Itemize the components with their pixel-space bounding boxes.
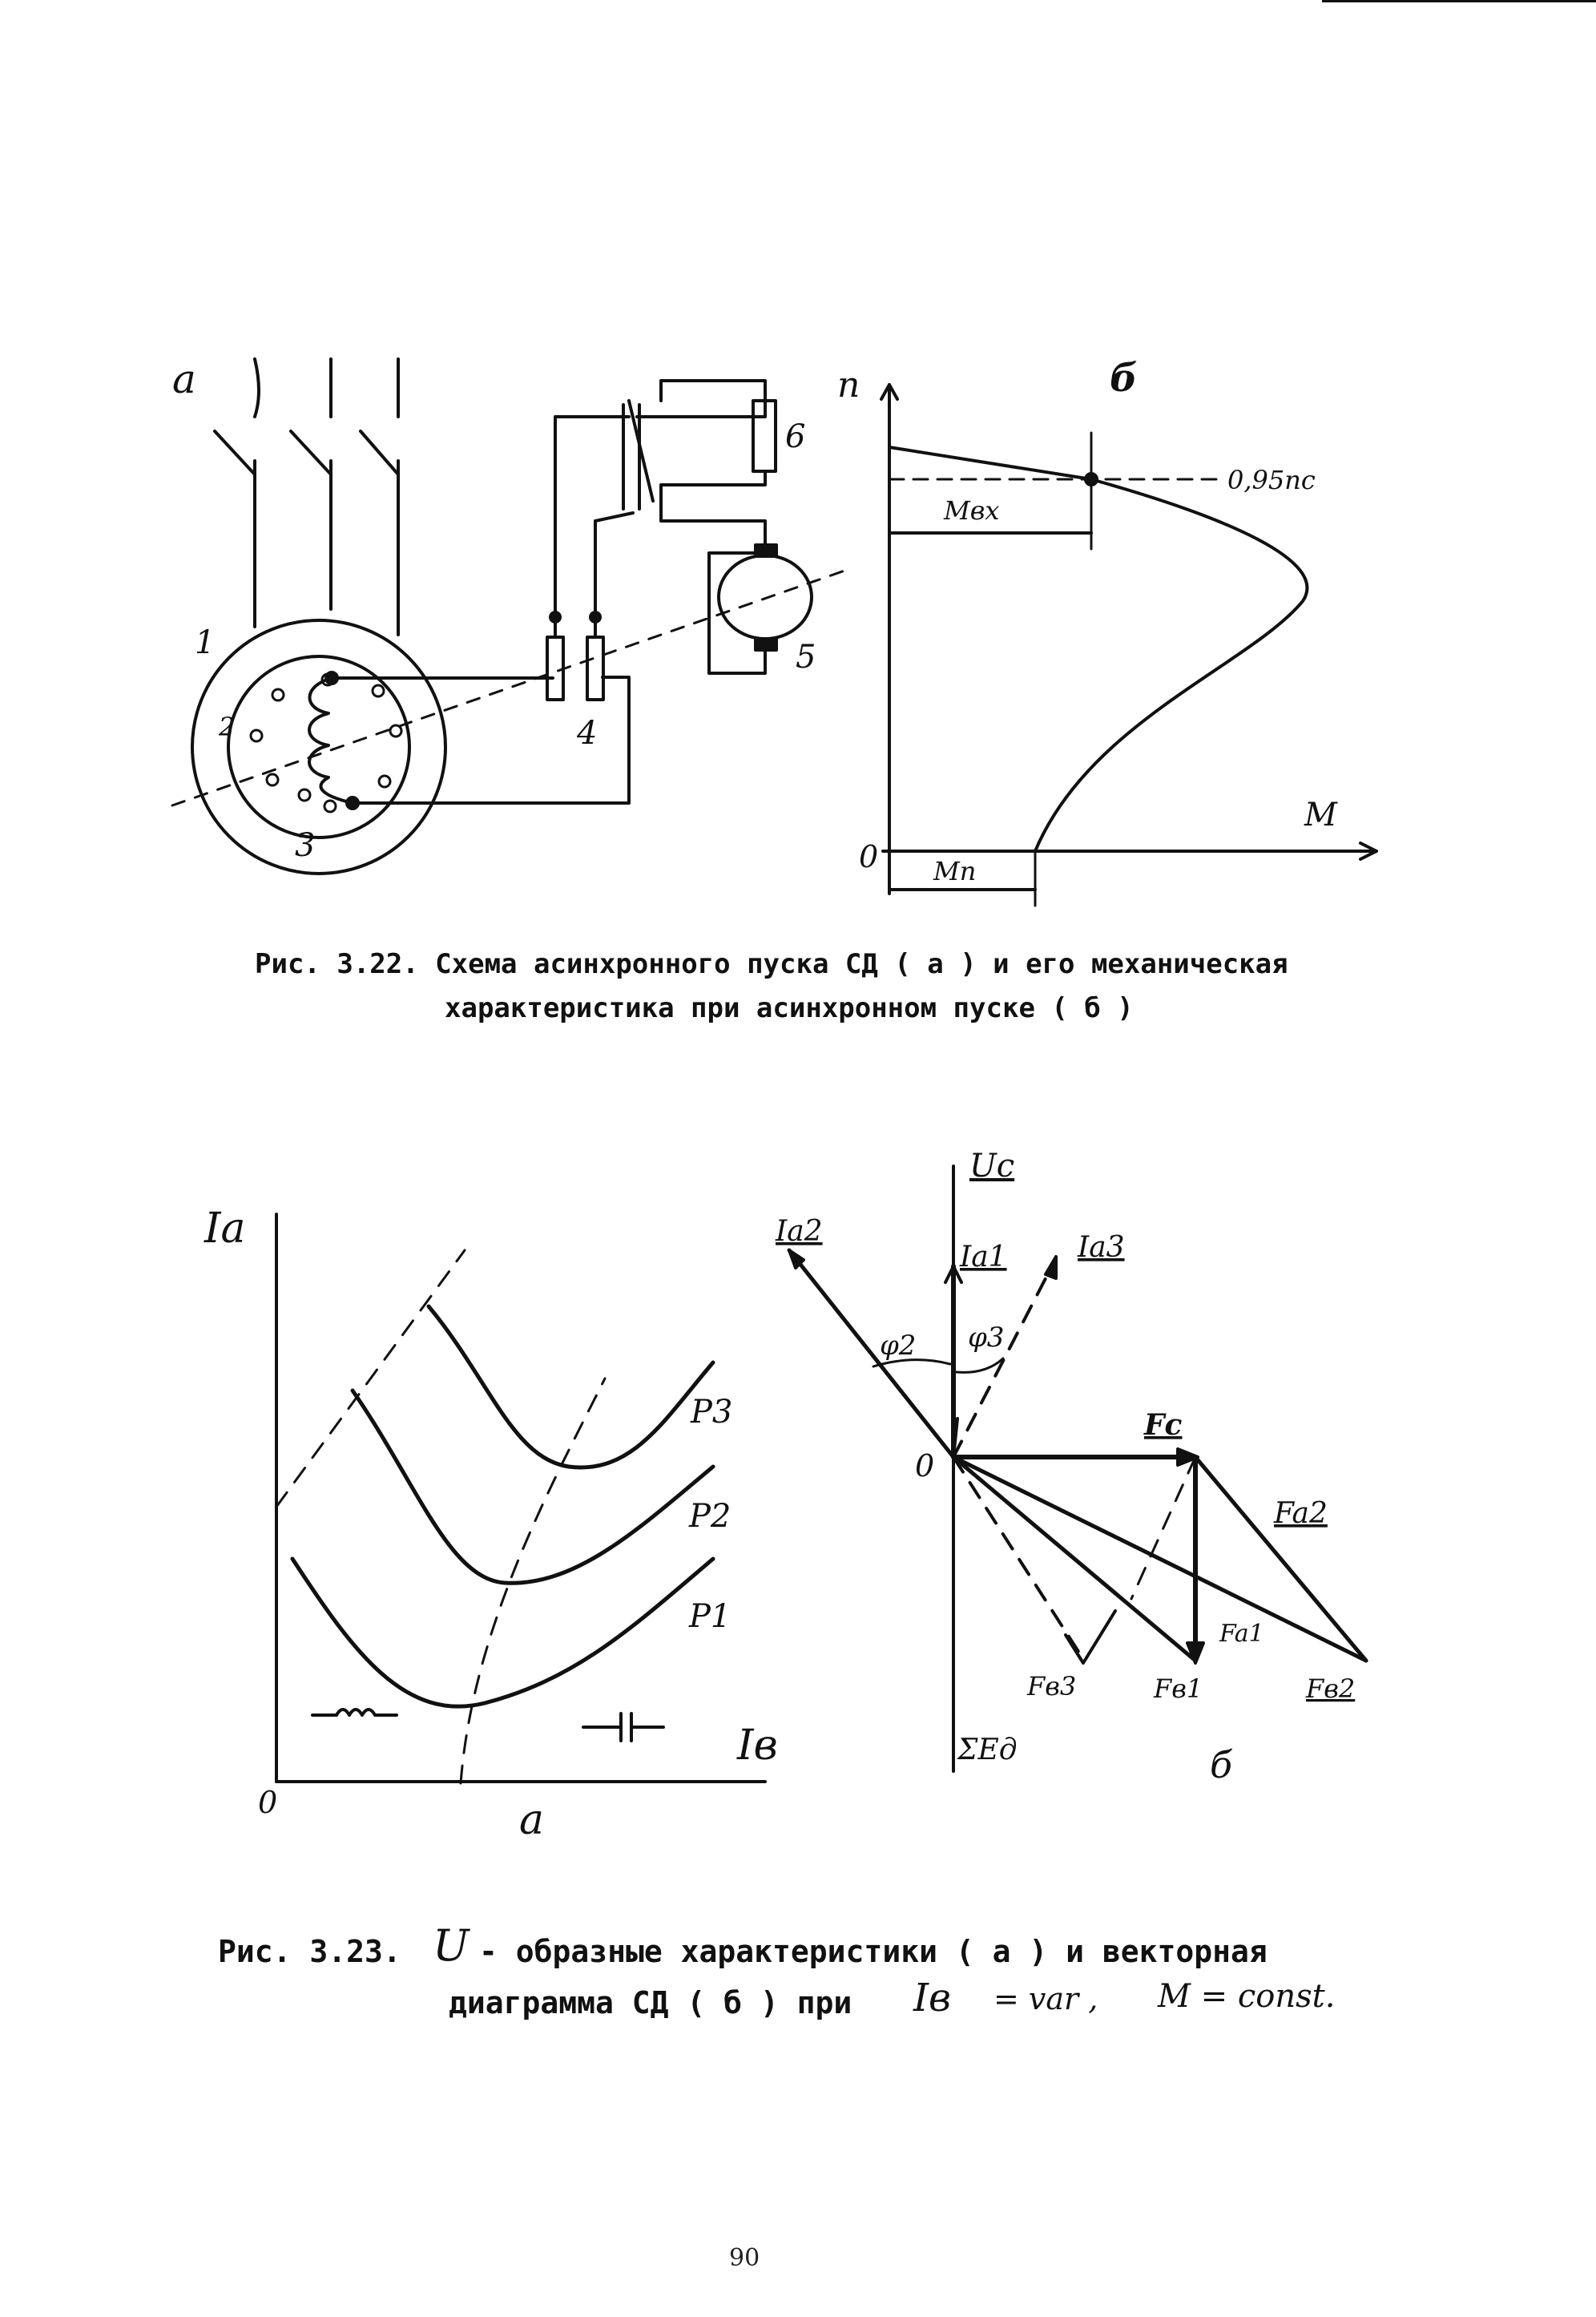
curve-label-p3: P3: [690, 1394, 732, 1431]
switch-circuit-left: [554, 415, 631, 619]
element-5-label: 5: [796, 639, 816, 676]
fa1-label: Fa1: [1219, 1620, 1264, 1648]
ia1-label: Ia1: [959, 1241, 1007, 1274]
fc-label: Fc: [1143, 1408, 1183, 1442]
shaft-line: [171, 567, 851, 807]
caption-3-23-m-const: M = const.: [1158, 1978, 1336, 2015]
uc-label: Uc: [969, 1148, 1014, 1185]
curve-label: б: [1110, 356, 1138, 401]
caption-3-23-u: U: [433, 1920, 470, 1971]
fv3-label: Fв3: [1026, 1671, 1076, 1701]
n-axis-label: n: [837, 365, 860, 406]
switch-blade-3: [359, 430, 400, 476]
curve-p1: [290, 1556, 715, 1709]
element-1-label: 1: [195, 624, 215, 661]
m-in-label: Mвх: [943, 495, 999, 526]
element-2-label: 2: [218, 712, 235, 742]
field-winding-coil: [308, 676, 354, 805]
curve-p3: [426, 1304, 715, 1470]
m-start-label: Mп: [933, 856, 976, 886]
iv-axis-label: Iв: [736, 1722, 778, 1770]
vector-diagram: [787, 1165, 1368, 1773]
origin-label: 0: [859, 839, 878, 874]
top-edge-line: [1322, 0, 1596, 2]
caption-3-23-line1: - образные характеристики ( а ) и вектор…: [479, 1934, 1268, 1969]
cos-phi-one-line: [459, 1377, 607, 1785]
curve-label-p2: P2: [688, 1498, 731, 1535]
m-axis-label: M: [1304, 797, 1338, 834]
element-4-label: 4: [576, 715, 597, 752]
exciter-circuit: [707, 551, 767, 675]
ia2-vector: [787, 1248, 956, 1459]
phi3-arc: [955, 1357, 1005, 1374]
no-load-boundary: [275, 1249, 466, 1508]
phi2-label: φ2: [880, 1330, 916, 1362]
fv2-label: Fв2: [1305, 1673, 1355, 1704]
scheme-diagram: [171, 357, 851, 875]
fv1-label: Fв1: [1153, 1673, 1203, 1704]
supply-line-1: [253, 357, 260, 418]
scheme-label: а: [172, 356, 196, 402]
lead-bottom: [351, 676, 631, 805]
ia3-label: Ia3: [1077, 1231, 1125, 1264]
fa2-vector: [1193, 1455, 1368, 1663]
ia2-label: Ia2: [775, 1215, 823, 1248]
u-curves-chart: [275, 1213, 767, 1785]
stator-circle: [191, 619, 447, 875]
diagram-label-b: б: [1210, 1743, 1233, 1786]
resistor-circuit-top: [635, 379, 767, 418]
caption-3-23-iv: Iв: [913, 1976, 951, 2020]
rotor-circle: [227, 655, 411, 839]
chart-origin-label: 0: [258, 1785, 277, 1820]
caption-3-23-var: = var ,: [993, 1981, 1098, 2016]
chart-label-a: а: [519, 1796, 544, 1844]
switch-blade-2: [289, 430, 332, 476]
caption-3-22-line2: характеристика при асинхронном пуске ( б…: [445, 992, 1134, 1024]
caption-3-23-prefix: Рис. 3.23.: [218, 1934, 401, 1969]
ia3-vector: [952, 1257, 1058, 1459]
inductive-symbol: [311, 1708, 398, 1717]
element-3-label: 3: [295, 827, 315, 864]
sum-e-label: ΣEд: [956, 1734, 1018, 1766]
speed-mark-label: 0,95nc: [1227, 465, 1316, 495]
fa2-label: Fa2: [1273, 1497, 1328, 1530]
caption-3-23-line2: диаграмма СД ( б ) при: [449, 1985, 852, 2020]
element-6-label: 6: [785, 418, 805, 455]
fv3-vector: [952, 1455, 1085, 1661]
curve-label-p1: P1: [688, 1598, 731, 1635]
fv2-vector: [951, 1455, 1368, 1663]
switch-circuit-right: [594, 511, 635, 619]
ia-axis-label: Ia: [204, 1205, 246, 1253]
page-number: 90: [729, 2244, 760, 2272]
fa3-vector: [1130, 1455, 1197, 1601]
fv1-vector: [951, 1455, 1198, 1663]
phi2-arc: [872, 1358, 952, 1368]
phi3-label: φ3: [968, 1322, 1004, 1354]
torque-speed-curve: [888, 446, 1309, 853]
vector-origin-label: 0: [915, 1448, 934, 1483]
mechanical-characteristic: [880, 383, 1378, 907]
curve-p2: [350, 1388, 715, 1585]
switch-blade-1: [213, 430, 256, 476]
capacitive-symbol: [582, 1712, 665, 1742]
caption-3-22-line1: Рис. 3.22. Схема асинхронного пуска СД (…: [255, 948, 1288, 980]
